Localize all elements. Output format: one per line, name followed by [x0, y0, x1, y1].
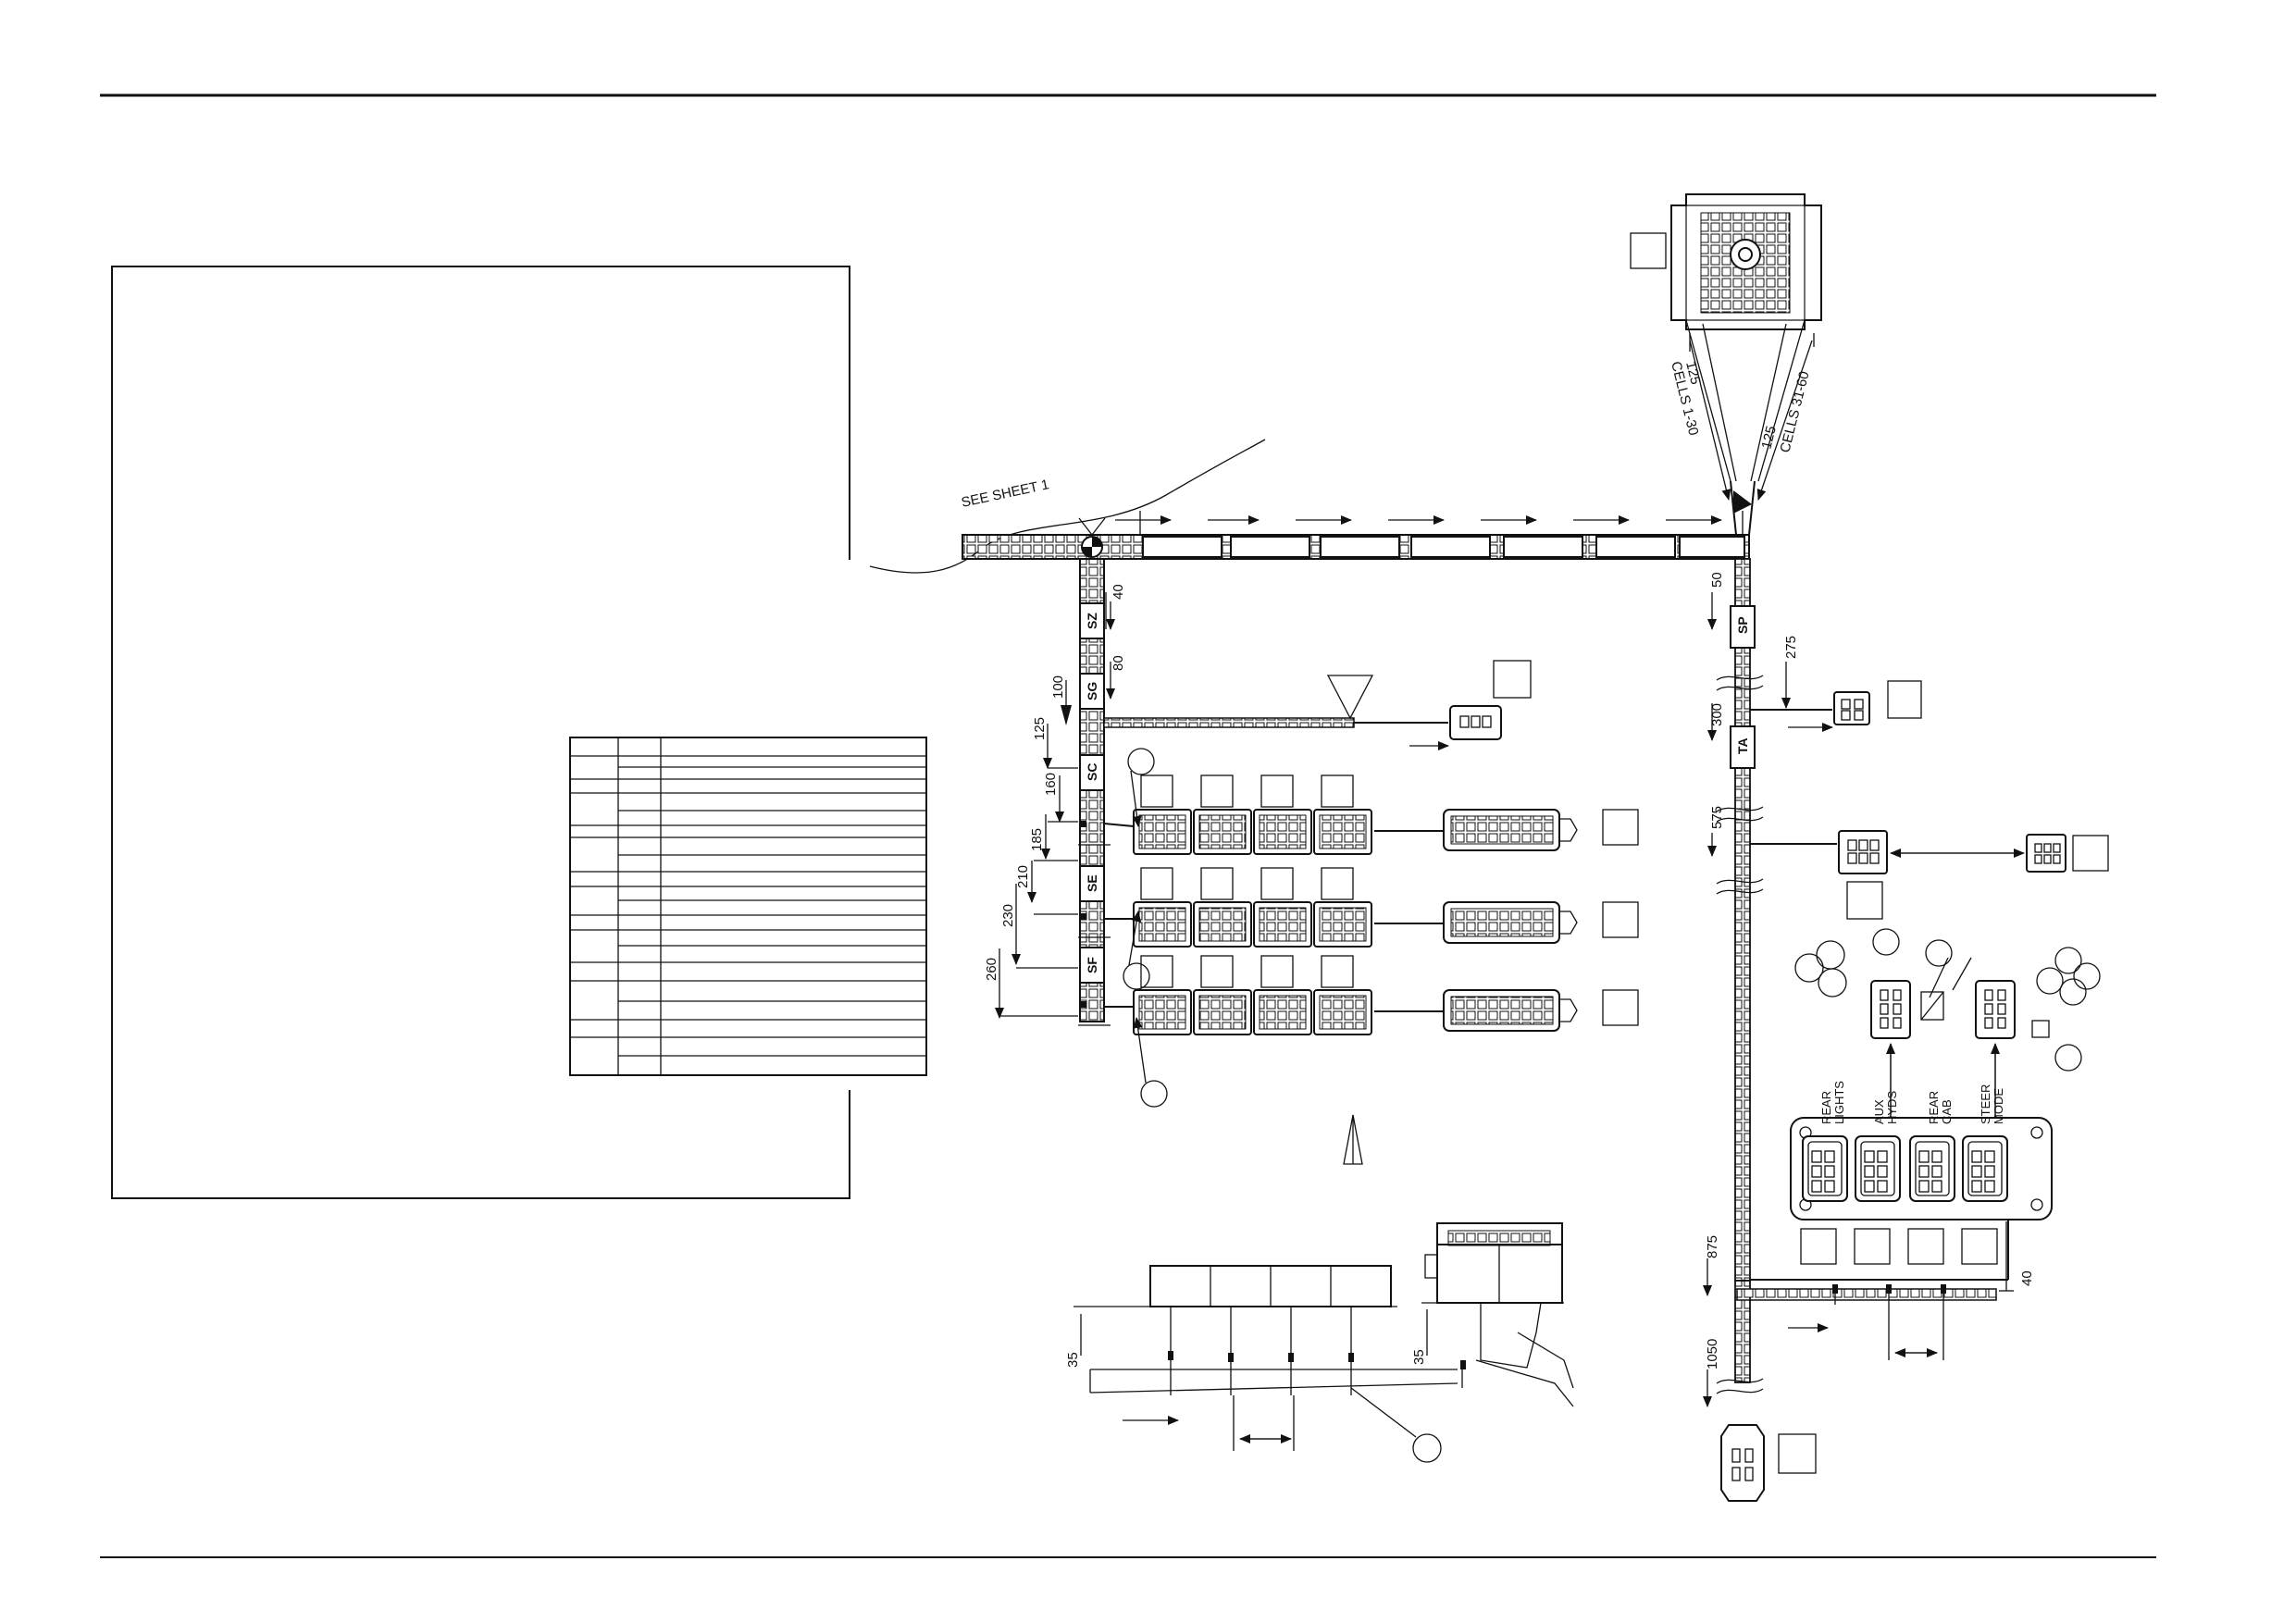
splice-sg: SG: [1085, 682, 1099, 700]
splice-sf: SF: [1085, 957, 1099, 973]
right-dimensions: 50 275 300 575 875 1050: [1703, 572, 1799, 1407]
dim-1050: 1050: [1705, 1339, 1720, 1369]
ecu-connector: 125 CELLS 1-30 125 CELLS 31-60: [1630, 193, 1822, 536]
callout-circles: [1123, 748, 1168, 1108]
right-trunk: [1716, 558, 1997, 1394]
dim-300: 300: [1709, 703, 1725, 726]
connector-row: [1078, 774, 1639, 855]
bottom-connector: [1720, 1424, 1817, 1502]
dim-275: 275: [1783, 636, 1799, 659]
panel-label-1a: REAR: [1819, 1091, 1833, 1124]
dim-125: 125: [1032, 717, 1048, 740]
dim-185: 185: [1029, 828, 1045, 851]
connector-row: [1078, 867, 1639, 948]
top-harness: [962, 490, 1752, 560]
connector-row: [1078, 955, 1639, 1035]
panel-label-2b: HYDS: [1885, 1091, 1899, 1124]
right-splices: SP TA: [1730, 605, 1756, 769]
dim-160: 160: [1043, 773, 1059, 796]
ecu-branch-length-1: 125: [1682, 360, 1704, 386]
branch-upper: [1103, 660, 1532, 750]
dim-50: 50: [1709, 572, 1725, 588]
dim-40: 40: [1111, 584, 1126, 600]
dim-575: 575: [1709, 806, 1725, 829]
dim-230: 230: [1000, 904, 1016, 927]
panel-label-1b: LIGHTS: [1832, 1081, 1846, 1124]
see-sheet-label: SEE SHEET 1: [960, 477, 1050, 511]
splice-sc: SC: [1085, 763, 1099, 781]
panel-label-3a: REAR: [1927, 1091, 1941, 1124]
panel-label-4b: MODE: [1992, 1088, 2005, 1124]
left-dimensions: 40 80 100 125 160 185 210 230 260: [984, 584, 1126, 1019]
dim-875: 875: [1705, 1235, 1720, 1258]
ecu-branch-label-2: CELLS 31-60: [1777, 369, 1812, 453]
panel-label-2a: AUX: [1872, 1099, 1886, 1124]
splice-ta: TA: [1735, 737, 1750, 754]
connector-panel: REAR LIGHTS AUX HYDS REAR CAB STEER MODE…: [1750, 1081, 2053, 1360]
notes-box: [111, 266, 850, 1199]
junction-marker: [1078, 517, 1106, 558]
panel-dim: 40: [2019, 1270, 2035, 1286]
splice-sz: SZ: [1085, 613, 1099, 629]
detail-dim-2: 35: [1411, 1349, 1427, 1365]
dim-210: 210: [1015, 865, 1031, 888]
detail-left: 35: [1065, 1265, 1458, 1463]
detail-right: 35: [1411, 1222, 1574, 1407]
mid-connector-cluster: [1794, 928, 2101, 1132]
ecu-branch-length-2: 125: [1758, 425, 1780, 451]
panel-label-3b: CAB: [1940, 1099, 1954, 1124]
dim-80: 80: [1111, 655, 1126, 671]
splice-se: SE: [1085, 874, 1099, 892]
dim-260: 260: [984, 958, 999, 981]
legend-table: [569, 737, 927, 1076]
break-line: [869, 439, 1266, 574]
detail-dim-1: 35: [1065, 1352, 1081, 1368]
panel-label-4a: STEER: [1979, 1084, 1992, 1124]
right-connectors: [1750, 680, 2109, 920]
dim-100: 100: [1050, 675, 1066, 699]
connector-block-rows: [1078, 774, 1639, 1035]
left-splices: SZ SG SC SE SF: [1079, 602, 1105, 984]
splice-sp: SP: [1735, 616, 1750, 634]
